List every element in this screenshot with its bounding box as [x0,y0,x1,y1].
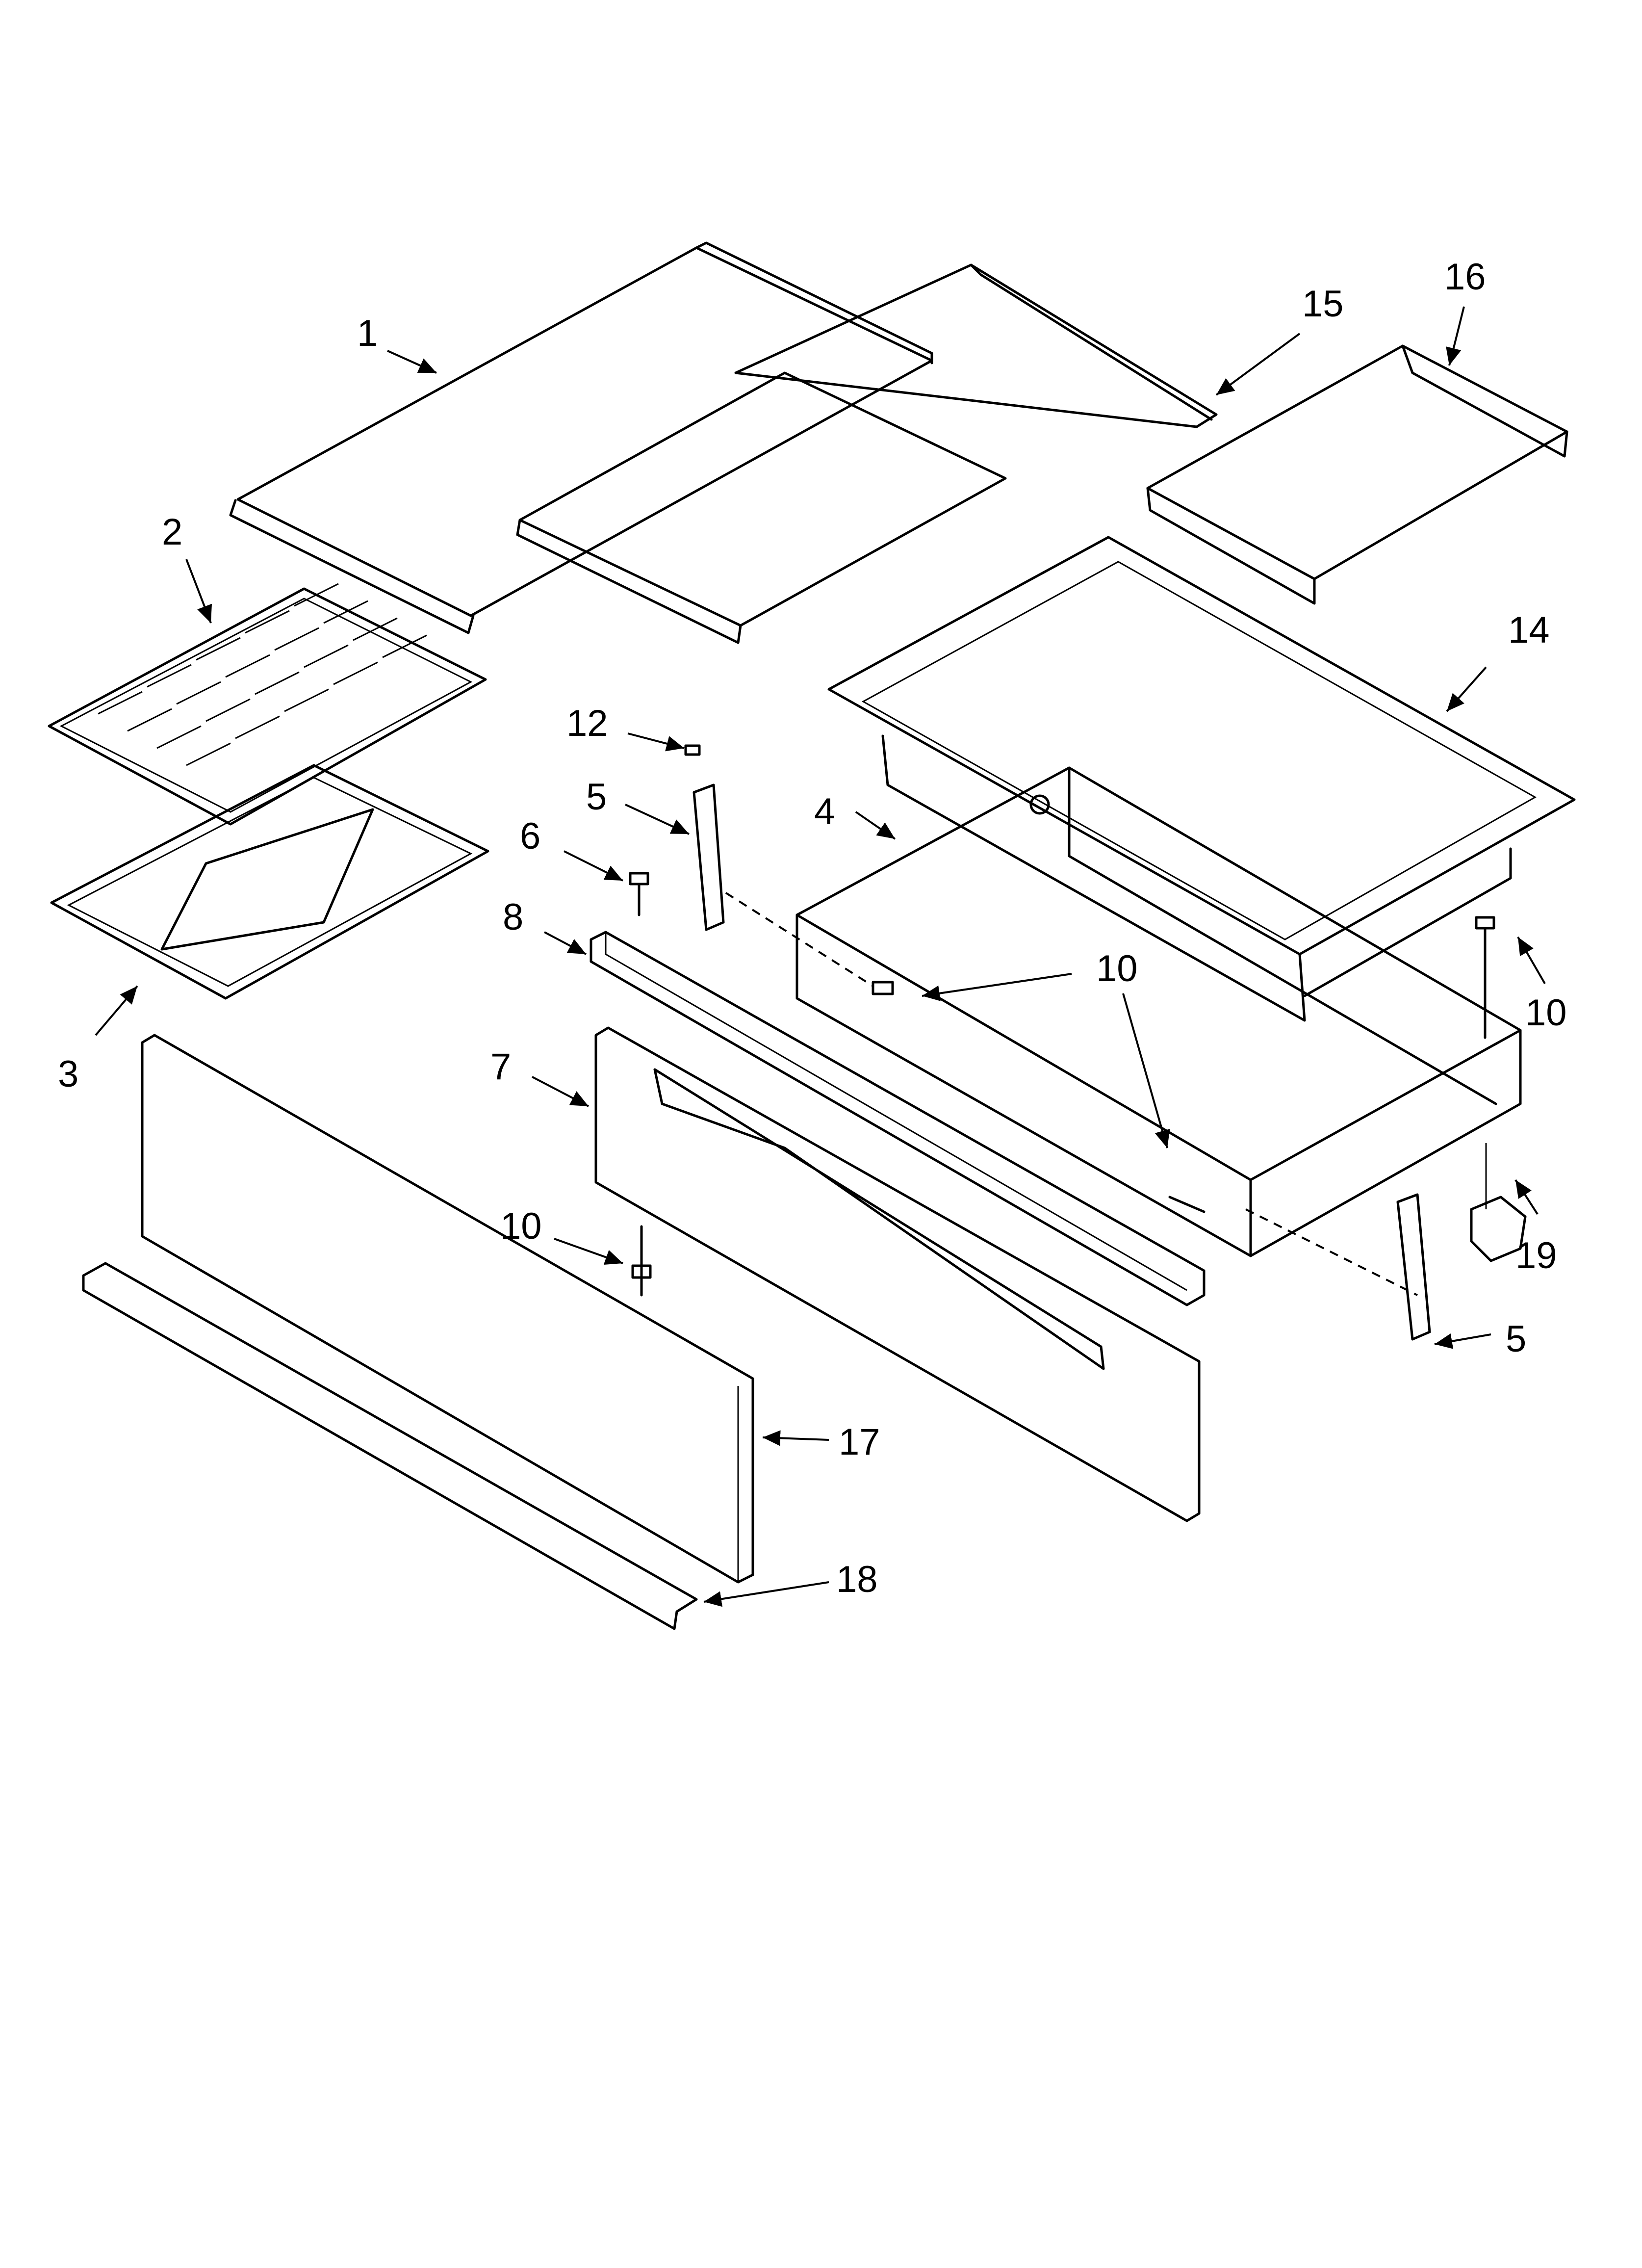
screw-part-10-a [725,892,894,995]
leader-lines [95,306,1546,1607]
drawer-clip-part-19 [1470,1143,1527,1262]
broiler-grid-part-2 [48,583,487,826]
screw-part-10-b [1168,1196,1418,1296]
oven-rack-lower [516,371,1007,644]
drawer-liner-part-14 [827,536,1576,1022]
callout-14: 14 [1508,609,1550,651]
callout-6: 6 [520,815,540,857]
callout-7: 7 [490,1046,511,1088]
clip-part-12 [684,744,701,756]
screw-part-10-c [1475,916,1495,1039]
drawer-glide-part-5-right [1396,1193,1431,1341]
callout-18: 18 [836,1559,878,1600]
drawer-front-frame-part-8 [590,931,1206,1306]
callout-5b: 5 [1506,1318,1526,1360]
callout-10b: 10 [1525,992,1567,1034]
callout-17: 17 [839,1421,880,1463]
callout-5a: 5 [586,776,607,818]
callout-10c: 10 [500,1205,542,1247]
callout-12: 12 [566,703,608,744]
rack-slide-part-15 [734,263,1218,428]
broiler-pan-part-3 [50,764,489,1000]
callout-15: 15 [1302,283,1344,325]
callout-10a: 10 [1096,948,1138,990]
drawer-front-panel-part-7 [594,1026,1201,1522]
half-rack-part-16 [1146,344,1568,605]
oven-rack-part-1 [229,241,933,634]
callout-4: 4 [814,791,835,833]
callout-2: 2 [162,511,182,553]
callout-3: 3 [58,1053,78,1095]
screw-part-6 [629,872,649,916]
callout-1: 1 [357,313,378,354]
callout-19: 19 [1515,1235,1557,1277]
trim-strip-part-18 [82,1262,698,1630]
callout-16: 16 [1444,256,1486,298]
drawer-glide-part-5-left [693,783,725,931]
kick-panel-part-17 [141,1034,754,1584]
callout-8: 8 [503,896,523,938]
callout-labels: 1 2 3 4 5 5 6 7 8 10 10 10 10 12 14 15 1… [58,256,1567,1600]
drawer-body-part-4 [795,766,1522,1257]
screw-part-10-d [631,1225,652,1297]
